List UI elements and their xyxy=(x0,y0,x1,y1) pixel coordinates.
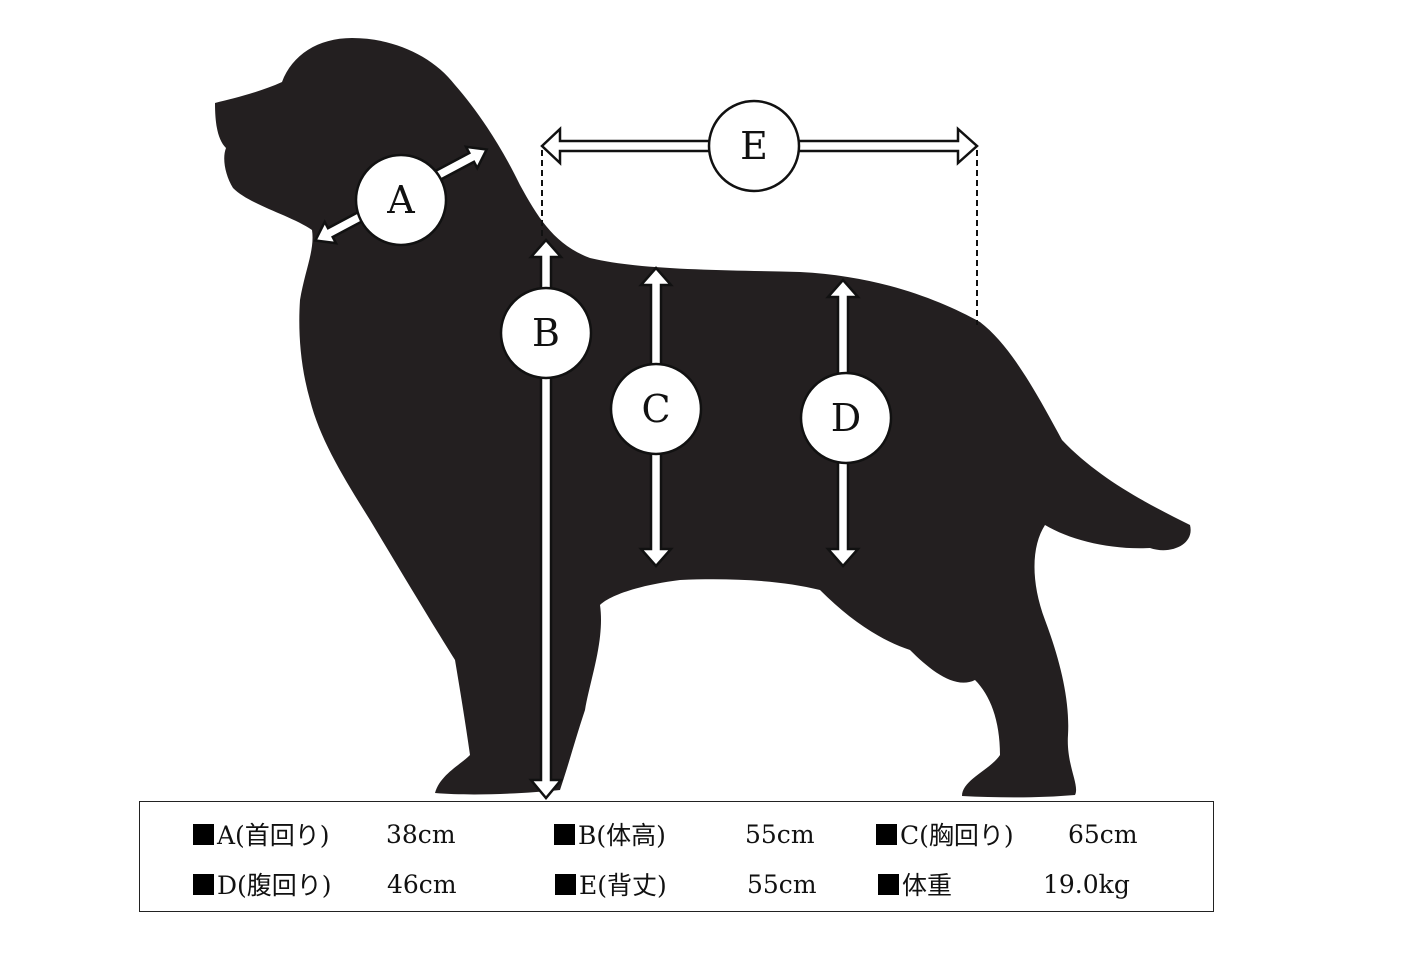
measurement-label: A(首回り) xyxy=(193,814,330,854)
measurement-table: A(首回り) 38cm B(体高) 55cm C(胸回り) 65cm D(腹回り… xyxy=(139,801,1214,912)
measurement-value: 46cm xyxy=(387,869,457,899)
label-text: C(胸回り) xyxy=(900,821,1014,850)
measurement-value: 55cm xyxy=(747,869,817,899)
marker-a: A xyxy=(354,153,448,247)
marker-b-label: B xyxy=(532,311,560,355)
measurement-label: C(胸回り) xyxy=(876,814,1014,854)
black-square-icon xyxy=(193,823,214,845)
black-square-icon xyxy=(193,873,214,895)
marker-b: B xyxy=(499,286,593,380)
arrow-b xyxy=(528,238,564,800)
black-square-icon xyxy=(555,873,576,895)
marker-e-label: E xyxy=(740,124,768,168)
dog-silhouette xyxy=(215,38,1191,798)
table-row: D(腹回り) 46cm E(背丈) 55cm 体重 19.0kg xyxy=(140,864,1213,904)
measurement-value: 38cm xyxy=(386,819,456,849)
marker-e: E xyxy=(707,99,801,193)
measurement-label: D(腹回り) xyxy=(193,864,332,904)
marker-d: D xyxy=(799,371,893,465)
label-text: D(腹回り) xyxy=(217,871,332,900)
marker-c: C xyxy=(609,362,703,456)
label-text: 体重 xyxy=(902,871,953,900)
measurement-value: 19.0kg xyxy=(1043,869,1130,899)
marker-c-label: C xyxy=(641,387,670,431)
marker-a-label: A xyxy=(386,178,415,222)
table-row: A(首回り) 38cm B(体高) 55cm C(胸回り) 65cm xyxy=(140,814,1213,854)
label-text: E(背丈) xyxy=(579,871,667,900)
measurement-value: 55cm xyxy=(745,819,815,849)
black-square-icon xyxy=(876,823,897,845)
measurement-label: B(体高) xyxy=(554,814,666,854)
measurement-label: 体重 xyxy=(878,864,952,904)
measurement-label: E(背丈) xyxy=(555,864,667,904)
black-square-icon xyxy=(878,873,899,895)
black-square-icon xyxy=(554,823,575,845)
marker-d-label: D xyxy=(831,396,861,440)
label-text: A(首回り) xyxy=(217,821,330,850)
measurement-value: 65cm xyxy=(1068,819,1138,849)
label-text: B(体高) xyxy=(578,821,666,850)
